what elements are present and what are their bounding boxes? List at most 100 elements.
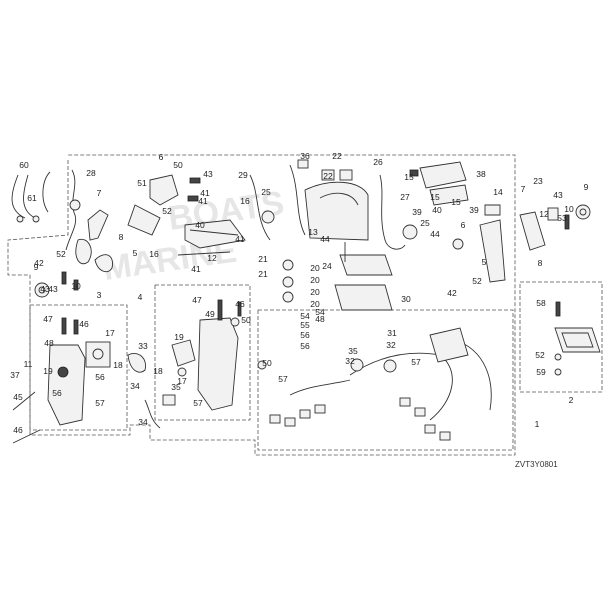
callout-12: 12 (207, 253, 217, 263)
callout-21: 21 (258, 269, 268, 279)
callout-41: 41 (200, 188, 210, 198)
callout-4: 4 (138, 292, 143, 302)
callout-36: 36 (300, 151, 310, 161)
callout-10: 10 (71, 281, 81, 291)
callout-56: 56 (300, 341, 310, 351)
callout-6: 6 (461, 220, 466, 230)
callout-53: 53 (557, 213, 567, 223)
callout-31: 31 (387, 328, 397, 338)
callout-52: 52 (162, 206, 172, 216)
callout-24: 24 (322, 261, 332, 271)
callout-50: 50 (262, 358, 272, 368)
callout-25: 25 (420, 218, 430, 228)
callout-18: 18 (113, 360, 123, 370)
callout-35: 35 (171, 382, 181, 392)
callout-41: 41 (235, 234, 245, 244)
callout-56: 56 (52, 388, 62, 398)
callout-43: 43 (40, 284, 50, 294)
callout-56: 56 (300, 330, 310, 340)
callout-40: 40 (432, 205, 442, 215)
callout-62: 62 (0, 0, 5, 2)
frame-main-assembly (7, 154, 516, 456)
callout-35: 35 (348, 346, 358, 356)
frame-4 (154, 284, 251, 421)
callout-57: 57 (278, 374, 288, 384)
callout-6: 6 (159, 152, 164, 162)
callout-20: 20 (310, 275, 320, 285)
callout-23: 23 (533, 176, 543, 186)
connector-cluster (269, 397, 451, 441)
callout-58: 58 (536, 298, 546, 308)
callout-7: 7 (97, 188, 102, 198)
callout-52: 52 (535, 350, 545, 360)
callout-32: 32 (386, 340, 396, 350)
callout-9: 9 (34, 262, 39, 272)
callout-30: 30 (401, 294, 411, 304)
callout-27: 27 (400, 192, 410, 202)
callout-57: 57 (411, 357, 421, 367)
callout-52: 52 (56, 249, 66, 259)
callout-39: 39 (469, 205, 479, 215)
callout-1: 1 (535, 419, 540, 429)
callout-5: 5 (133, 248, 138, 258)
callout-38: 38 (476, 169, 486, 179)
callout-42: 42 (34, 258, 44, 268)
callout-39: 39 (412, 207, 422, 217)
callout-8: 8 (538, 258, 543, 268)
callout-15: 15 (404, 172, 414, 182)
callout-44: 44 (430, 229, 440, 239)
callout-48: 48 (315, 314, 325, 324)
callout-2: 2 (569, 395, 574, 405)
callout-19: 19 (174, 332, 184, 342)
callout-28: 28 (86, 168, 96, 178)
frame-31 (257, 309, 514, 451)
callout-49: 49 (205, 309, 215, 319)
callout-40: 40 (195, 220, 205, 230)
cover-parts (249, 159, 393, 311)
callout-57: 57 (95, 398, 105, 408)
gasket-2 (554, 301, 601, 376)
callout-42: 42 (447, 288, 457, 298)
drawing-code: ZVT3Y0801 (515, 460, 558, 469)
callout-15: 15 (451, 197, 461, 207)
callout-57: 57 (193, 398, 203, 408)
callout-46: 46 (79, 319, 89, 329)
callout-17: 17 (105, 328, 115, 338)
callout-60: 60 (19, 160, 29, 170)
control-box-3 (12, 317, 111, 444)
callout-43: 43 (48, 284, 58, 294)
callout-22: 22 (323, 171, 333, 181)
callout-47: 47 (192, 295, 202, 305)
callout-33: 33 (138, 341, 148, 351)
frame-3 (29, 304, 128, 431)
callout-55: 55 (300, 320, 310, 330)
callout-45: 45 (13, 392, 23, 402)
callout-43: 43 (203, 169, 213, 179)
callout-13: 13 (308, 227, 318, 237)
callout-15: 15 (430, 192, 440, 202)
callout-46: 46 (235, 299, 245, 309)
callout-43: 43 (553, 190, 563, 200)
callout-41: 41 (191, 264, 201, 274)
callout-50: 50 (173, 160, 183, 170)
callout-20: 20 (310, 263, 320, 273)
callout-48: 48 (44, 338, 54, 348)
harness-31 (269, 327, 492, 441)
callout-22: 22 (332, 151, 342, 161)
callout-29: 29 (238, 170, 248, 180)
callout-37: 37 (10, 370, 20, 380)
callout-54: 54 (300, 311, 310, 321)
callout-18: 18 (153, 366, 163, 376)
left-remote-parts (34, 169, 113, 298)
callout-56: 56 (95, 372, 105, 382)
callout-12: 12 (539, 209, 549, 219)
right-lever (452, 204, 591, 283)
callout-19: 19 (43, 366, 53, 376)
cable-62 (11, 171, 51, 223)
callout-46: 46 (13, 425, 23, 435)
callout-25: 25 (261, 187, 271, 197)
callout-44: 44 (320, 234, 330, 244)
callout-16: 16 (240, 196, 250, 206)
